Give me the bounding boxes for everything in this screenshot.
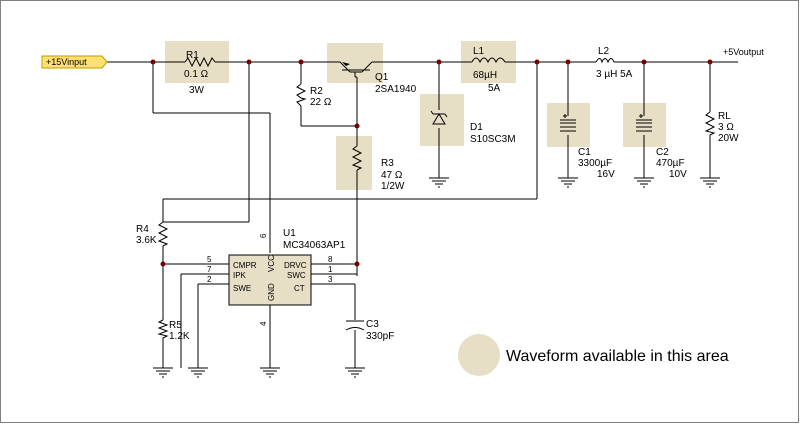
rl-resistor-symbol bbox=[704, 111, 716, 136]
r3-ref: R3 bbox=[381, 158, 394, 169]
r4-ref: R4 bbox=[136, 224, 149, 235]
c3-capacitor-symbol bbox=[345, 320, 365, 331]
u1-pinnum-3: 3 bbox=[328, 275, 333, 284]
r4-value: 3.6K bbox=[136, 235, 157, 246]
u1-pin-ct: CT bbox=[294, 284, 305, 293]
r1-rating: 3W bbox=[189, 85, 205, 96]
l2-ref: L2 bbox=[598, 46, 610, 57]
u1-pinnum-1: 1 bbox=[328, 265, 333, 274]
u1-pin-cmpr: CMPR bbox=[233, 261, 257, 270]
input-port-label: +15Vinput bbox=[46, 57, 87, 67]
u1-pin-gnd: GND bbox=[267, 283, 276, 301]
l1-ref: L1 bbox=[473, 46, 485, 57]
l1-inductor-symbol bbox=[471, 57, 506, 64]
r5-ref: R5 bbox=[169, 320, 182, 331]
l1-rating: 5A bbox=[488, 83, 501, 94]
d1-ref: D1 bbox=[470, 122, 483, 133]
ground-symbol bbox=[188, 367, 208, 378]
ground-symbol bbox=[634, 177, 654, 188]
l2-value: 3 µH 5A bbox=[596, 69, 633, 80]
c2-rating: 10V bbox=[669, 169, 687, 180]
rl-rating: 20W bbox=[718, 133, 739, 144]
ground-symbol bbox=[700, 177, 720, 188]
r3-resistor-symbol bbox=[351, 145, 363, 171]
u1-pin-swc: SWC bbox=[287, 271, 306, 280]
u1-pinnum-7: 7 bbox=[207, 265, 212, 274]
c1-rating: 16V bbox=[597, 169, 615, 180]
u1-pin-drvc: DRVC bbox=[284, 261, 307, 270]
rl-ref: RL bbox=[718, 111, 731, 122]
d1-diode-symbol bbox=[430, 110, 448, 125]
output-port-label: +5Voutput bbox=[723, 47, 764, 57]
d1-value: S10SC3M bbox=[470, 134, 516, 145]
ground-symbol bbox=[260, 367, 280, 378]
wires bbox=[107, 61, 738, 368]
r4-resistor-symbol bbox=[157, 221, 169, 247]
r5-value: 1.2K bbox=[169, 331, 190, 342]
r1-ref: R1 bbox=[186, 50, 199, 61]
u1-pinnum-8: 8 bbox=[328, 255, 333, 264]
c3-value: 330pF bbox=[366, 331, 394, 342]
l2-inductor-symbol bbox=[595, 58, 615, 64]
r1-resistor-symbol bbox=[184, 56, 216, 68]
ground-symbol bbox=[558, 177, 578, 188]
q1-transistor-symbol bbox=[342, 62, 370, 71]
u1-ic-body bbox=[228, 254, 312, 306]
waveform-note: Waveform available in this area bbox=[506, 348, 729, 365]
r5-resistor-symbol bbox=[157, 319, 169, 339]
c2-capacitor-symbol bbox=[636, 114, 652, 132]
r3-value: 47 Ω bbox=[381, 170, 403, 181]
u1-pinnum-5: 5 bbox=[207, 255, 212, 264]
u1-ref: U1 bbox=[283, 228, 296, 239]
u1-pin-vcc: VCC bbox=[267, 255, 276, 272]
q1-value: 2SA1940 bbox=[375, 84, 417, 95]
u1-pinnum-2: 2 bbox=[207, 275, 212, 284]
r1-value: 0.1 Ω bbox=[184, 69, 209, 80]
waveform-marker bbox=[458, 334, 500, 376]
junction-dots bbox=[150, 59, 713, 267]
c2-ref: C2 bbox=[656, 147, 669, 158]
r2-ref: R2 bbox=[310, 86, 323, 97]
q1-ref: Q1 bbox=[375, 72, 389, 83]
u1-pin-ipk: IPK bbox=[233, 271, 247, 280]
ground-symbol bbox=[345, 367, 365, 378]
c1-capacitor-symbol bbox=[560, 114, 576, 132]
u1-pinnum-4: 4 bbox=[259, 321, 268, 326]
ground-symbols bbox=[153, 177, 720, 378]
c1-value: 3300µF bbox=[578, 158, 612, 169]
ground-symbol bbox=[153, 367, 173, 378]
u1-pin-swe: SWE bbox=[233, 284, 251, 293]
u1-pinnum-6: 6 bbox=[259, 233, 268, 238]
u1-value: MC34063AP1 bbox=[283, 240, 346, 251]
c1-ref: C1 bbox=[578, 147, 591, 158]
input-port: +15Vinput bbox=[41, 55, 108, 69]
ground-symbol bbox=[429, 177, 449, 188]
rl-value: 3 Ω bbox=[718, 122, 734, 133]
l1-value: 68µH bbox=[473, 70, 497, 81]
r2-resistor-symbol bbox=[296, 83, 307, 107]
c3-ref: C3 bbox=[366, 319, 379, 330]
r2-value: 22 Ω bbox=[310, 97, 332, 108]
r3-rating: 1/2W bbox=[381, 181, 405, 192]
c2-value: 470µF bbox=[656, 158, 685, 169]
